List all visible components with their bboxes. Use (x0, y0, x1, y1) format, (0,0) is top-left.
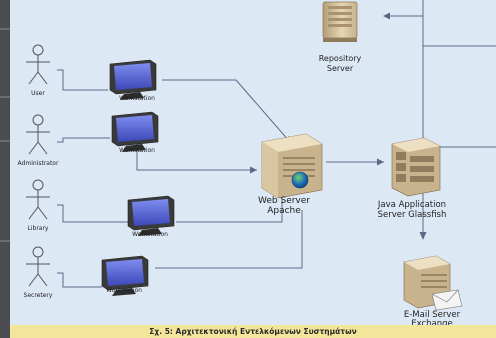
arrow-java (377, 158, 384, 166)
repository-label-line2: Server (327, 64, 354, 73)
actor-administrator: Administrator (18, 114, 59, 167)
email-server-label-line2: Exchange (411, 319, 453, 329)
connector-secretery-ws4 (57, 272, 102, 288)
workstation-label: Workstation (106, 287, 142, 294)
web-server-label-line2: Apache (267, 206, 301, 216)
actor-secretery: Secretery (24, 246, 53, 299)
workstation-2: Workstation (111, 111, 159, 154)
email-server-exchange: E-Mail Server Exchange (403, 255, 463, 329)
monitor-screen (132, 199, 170, 226)
repository-server: Repository Server (319, 1, 362, 73)
java-application-server: Java Application Server Glassfish (377, 137, 447, 220)
arrow-repository (383, 12, 390, 20)
workstation-label: Workstation (132, 231, 168, 238)
arrow-web-ws2 (250, 166, 257, 174)
actor-user: User (26, 44, 50, 97)
java-server-label-line2: Server Glassfish (378, 210, 447, 220)
actor-label: User (31, 90, 45, 97)
monitor-screen (116, 115, 154, 142)
actor-label: Library (28, 225, 49, 232)
web-server-label-line1: Web Server (258, 196, 310, 206)
email-server-label-line1: E-Mail Server (404, 310, 461, 320)
web-server-apache: Web Server Apache (258, 133, 323, 216)
repository-label-line1: Repository (319, 54, 362, 63)
connector-admin-ws2 (57, 137, 110, 143)
workstation-4: Workstation (101, 255, 149, 296)
java-server-label-line1: Java Application (377, 200, 446, 210)
figure-caption: Σχ. 5: Αρχιτεκτονική Εντελκόμενων Συστημ… (10, 325, 496, 338)
monitor-screen (114, 63, 152, 90)
connector-ws1-web (162, 79, 291, 143)
connector-library-ws3 (57, 204, 128, 223)
workstation-3: Workstation (127, 195, 175, 238)
workstation-1: Workstation (109, 59, 157, 102)
connector-ws3-web (176, 200, 283, 223)
connector-ws4-web (155, 210, 303, 269)
monitor-screen (106, 259, 144, 286)
arrow-email (419, 232, 427, 240)
connector-user-ws1 (57, 69, 108, 91)
envelope-icon (431, 289, 463, 311)
globe-icon (291, 171, 309, 189)
actor-label: Administrator (18, 160, 59, 167)
workstation-label: Workstation (119, 95, 155, 102)
actor-label: Secretery (24, 292, 53, 299)
actor-library: Library (26, 179, 50, 232)
workstation-label: Workstation (119, 147, 155, 154)
